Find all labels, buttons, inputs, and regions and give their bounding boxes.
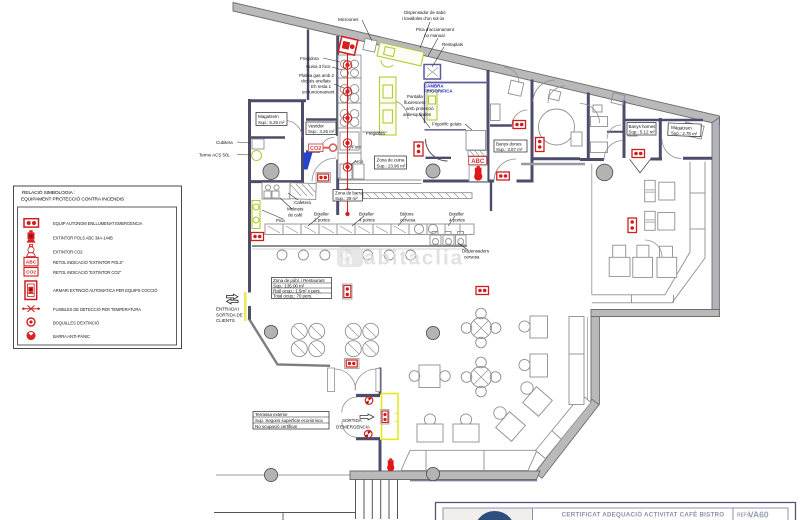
svg-text:Banys dones: Banys dones: [496, 142, 522, 147]
svg-text:Sup.: 29 m²: Sup.: 29 m²: [335, 196, 358, 201]
svg-text:Rentaplats: Rentaplats: [442, 42, 464, 47]
svg-text:Boteller: Boteller: [449, 212, 464, 217]
svg-text:2 portes: 2 portes: [314, 218, 331, 223]
svg-text:Cafetera: Cafetera: [294, 200, 311, 205]
svg-text:RETOL INDICACIÓ "EXTINTOR P: RETOL INDICACIÓ "EXTINTOR POLS": [53, 260, 124, 265]
svg-text:Zona de barra: Zona de barra: [335, 191, 363, 196]
svg-text:Sup.: 3.25 m²: Sup.: 3.25 m²: [308, 129, 335, 134]
svg-text:Sup.: 135.00 m²: Sup.: 135.00 m²: [273, 284, 305, 289]
svg-text:Pica: Pica: [276, 218, 285, 223]
svg-text:REFs: REFs: [737, 513, 750, 519]
svg-text:h: h: [342, 249, 354, 270]
svg-text:D'EMERGENCIA: D'EMERGENCIA: [336, 425, 371, 430]
svg-text:Sup. Segons superficie econòmi: Sup. Segons superficie econòmica: [255, 418, 323, 423]
svg-text:CAMBRA: CAMBRA: [424, 84, 444, 89]
svg-text:Fregidora: Fregidora: [366, 131, 385, 136]
svg-text:cervesa: cervesa: [464, 255, 480, 260]
svg-text:no manual: no manual: [424, 33, 445, 38]
svg-text:Banys homes: Banys homes: [629, 124, 657, 129]
svg-text:BARRA ANTI-PÀNIC: BARRA ANTI-PÀNIC: [53, 334, 90, 339]
svg-text:EXTINTOR CO2: EXTINTOR CO2: [53, 250, 83, 255]
svg-text:Eh resta 1: Eh resta 1: [311, 84, 331, 89]
svg-text:Dispensadors: Dispensadors: [462, 249, 490, 254]
svg-text:CO2: CO2: [26, 270, 36, 276]
svg-text:SORTIDA: SORTIDA: [342, 418, 363, 423]
svg-text:Sup.: 5.12 m²: Sup.: 5.12 m²: [629, 130, 656, 135]
svg-text:Platwa gas amb 2: Platwa gas amb 2: [299, 73, 334, 78]
svg-text:Boteller: Boteller: [314, 212, 329, 217]
svg-text:FUSIBLES DE DETECCIÓ PER T: FUSIBLES DE DETECCIÓ PER TEMPERATURA: [53, 307, 141, 312]
svg-text:BOQUILLES D'EXTINCIÓ: BOQUILLES D'EXTINCIÓ: [53, 321, 100, 326]
svg-text:Bidons: Bidons: [400, 212, 414, 217]
svg-text:Magatzem: Magatzem: [258, 114, 279, 119]
svg-text:de café: de café: [288, 213, 303, 218]
svg-text:Sup.: 2.78 m²: Sup.: 2.78 m²: [671, 131, 698, 137]
svg-text:clichés anellats: clichés anellats: [301, 79, 331, 84]
svg-text:cervesa: cervesa: [400, 218, 416, 223]
svg-text:VA60: VA60: [748, 510, 769, 520]
svg-text:Sup.: 3.67 m²: Sup.: 3.67 m²: [496, 147, 523, 152]
svg-text:Ratí ocup.: 1.5m² x pers.: Ratí ocup.: 1.5m² x pers.: [273, 289, 321, 294]
svg-text:FRIGORIFICA: FRIGORIFICA: [424, 89, 453, 94]
svg-text:Total ocup.: 70 pers.: Total ocup.: 70 pers.: [273, 294, 312, 299]
svg-text:ABC: ABC: [471, 159, 485, 165]
svg-text:EXTINTOR POLS ABC 34A-144B: EXTINTOR POLS ABC 34A-144B: [53, 236, 113, 241]
svg-text:RETOL INDICACIÓ "EXTINTOR C: RETOL INDICACIÓ "EXTINTOR CO2": [53, 270, 122, 275]
svg-text:CLIENTS: CLIENTS: [216, 318, 235, 323]
svg-text:No ocupació certificat: No ocupació certificat: [255, 424, 298, 429]
svg-text:antiesquilades: antiesquilades: [403, 112, 432, 117]
svg-text:Boteller: Boteller: [359, 212, 374, 217]
svg-text:Frigorific gelats: Frigorific gelats: [432, 122, 462, 127]
svg-text:Dispensador de sabó: Dispensador de sabó: [404, 10, 446, 15]
svg-text:Pica d'accionament: Pica d'accionament: [416, 27, 455, 32]
svg-text:Termo ACS 50L: Termo ACS 50L: [199, 153, 230, 158]
svg-text:Arcò: Arcò: [354, 159, 364, 164]
svg-text:Magatzem: Magatzem: [671, 125, 692, 131]
svg-text:ENTRADA I: ENTRADA I: [216, 307, 239, 312]
svg-text:Cubitera: Cubitera: [216, 140, 233, 145]
svg-text:EQUIP AUTONOM ENLLUMENAT EM: EQUIP AUTONOM ENLLUMENAT EMERGENCIA: [53, 221, 143, 226]
svg-text:Molinets: Molinets: [287, 207, 304, 212]
svg-text:4 portes: 4 portes: [359, 218, 376, 223]
svg-text:Microones: Microones: [338, 17, 359, 22]
svg-text:ABC: ABC: [26, 260, 37, 266]
svg-text:Vestidor: Vestidor: [308, 124, 324, 129]
svg-text:CERTIFICAT ADEQUACIÓ ACTIVITAT: CERTIFICAT ADEQUACIÓ ACTIVITAT CAFÈ BIST…: [562, 511, 725, 519]
svg-text:SORTIDA DE: SORTIDA DE: [216, 313, 243, 318]
svg-text:CO2: CO2: [310, 146, 321, 152]
svg-text:amb protecció: amb protecció: [406, 106, 434, 111]
svg-text:ARMARI EXTINCIÓ AUTOMATICA: ARMARI EXTINCIÓ AUTOMATICA PER EQUIPS CO…: [53, 288, 158, 293]
svg-text:Pantalla: Pantalla: [407, 94, 423, 99]
svg-text:EQUIPAMENT PROTECCIÓ CONTRA: EQUIPAMENT PROTECCIÓ CONTRA INCENDIS: [21, 196, 124, 203]
svg-text:Forn: Forn: [352, 145, 362, 150]
svg-text:4 portes: 4 portes: [449, 218, 466, 223]
svg-text:Fregidora: Fregidora: [300, 56, 319, 61]
svg-text:en funcionament: en funcionament: [302, 90, 335, 95]
svg-text:RELACIÓ SIMBOLOGIA :: RELACIÓ SIMBOLOGIA :: [22, 189, 75, 196]
svg-text:abitaclia: abitaclia: [364, 247, 464, 270]
svg-text:Zona de cuina: Zona de cuina: [377, 158, 405, 163]
svg-text:Zona de públ. i Restaurant: Zona de públ. i Restaurant: [273, 278, 325, 283]
svg-text:i tovalloles d'un sol ús: i tovalloles d'un sol ús: [402, 16, 445, 21]
svg-text:fluorescent: fluorescent: [404, 100, 426, 105]
svg-text:Terrassa exterior: Terrassa exterior: [255, 412, 288, 417]
svg-text:Cuina 3 focs: Cuina 3 focs: [306, 64, 331, 69]
svg-text:Sup.: 5.25 m²: Sup.: 5.25 m²: [258, 120, 285, 125]
svg-text:Sup.: 23.96 m²: Sup.: 23.96 m²: [377, 164, 406, 169]
